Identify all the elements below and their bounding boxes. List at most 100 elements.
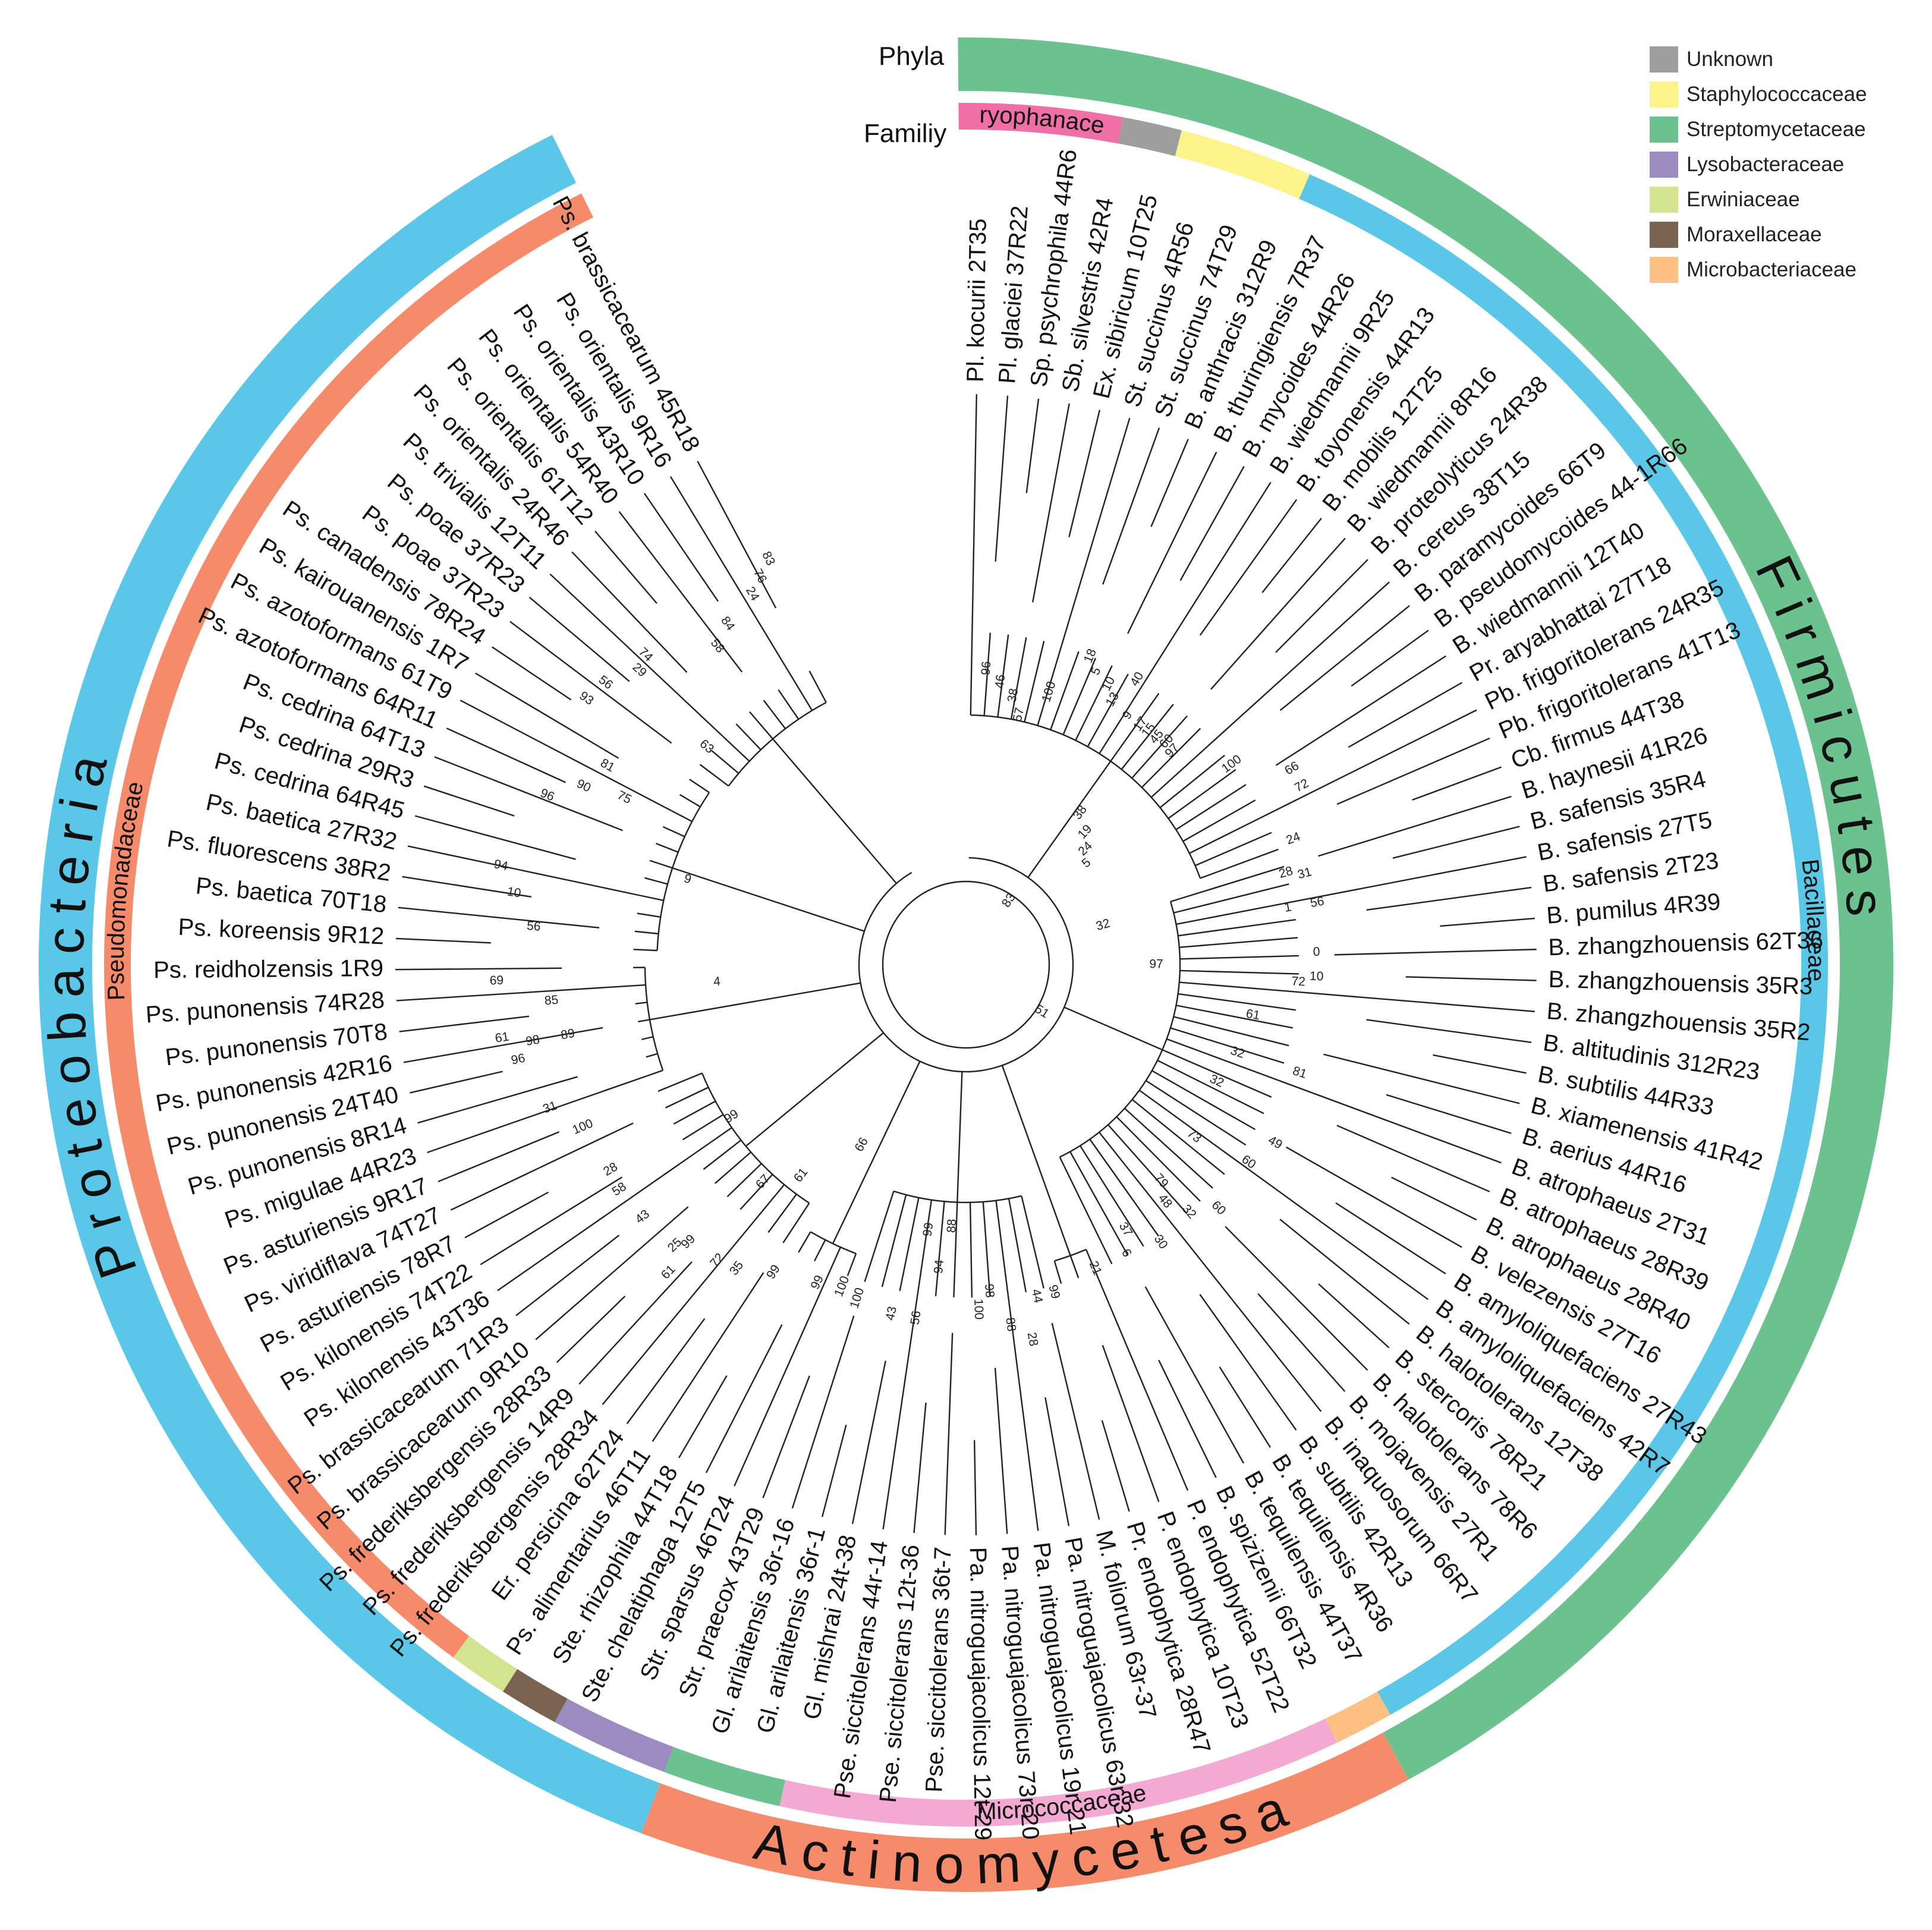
family-segment-10 — [103, 193, 594, 1658]
legend-label: Unknown — [1686, 47, 1773, 71]
clade-spoke — [1099, 1132, 1174, 1226]
leaf-branch — [480, 1176, 623, 1265]
leaf-branch — [1366, 886, 1532, 911]
clade-spoke — [763, 700, 786, 729]
legend-item: Staphylococcaceae — [1650, 77, 1867, 112]
clade-spoke — [1178, 993, 1296, 1011]
bootstrap-value: 99 — [678, 1232, 698, 1252]
clade-spoke — [1179, 969, 1299, 975]
bootstrap-value: 100 — [971, 1299, 986, 1320]
clade-spoke — [864, 1191, 895, 1282]
bootstrap-value: 97 — [1149, 958, 1163, 971]
leaf-branch — [1279, 604, 1410, 711]
clade-spoke — [640, 895, 664, 902]
legend-swatch — [1650, 186, 1678, 213]
leaf-branch — [1150, 439, 1189, 527]
leaf-branch — [1440, 917, 1535, 927]
bootstrap-value: 57 — [1011, 706, 1027, 723]
clade-spoke — [634, 984, 646, 987]
leaf-branch — [994, 1368, 1008, 1534]
leaf-branch — [618, 511, 743, 673]
family-segment-2 — [1175, 130, 1310, 199]
leaf-branch — [1336, 737, 1490, 805]
bootstrap-value: 75 — [615, 788, 634, 807]
bootstrap-value: 28 — [1277, 864, 1295, 881]
tip-label: B. zhangzhouensis 62T36 — [1548, 927, 1824, 961]
leaf-branch — [1102, 427, 1160, 585]
bootstrap-value: 24 — [1284, 830, 1302, 848]
leaf-branch — [1351, 629, 1429, 687]
clade-spoke — [1176, 1005, 1294, 1029]
bootstrap-value: 9 — [682, 871, 693, 886]
clade-spoke — [1010, 637, 1027, 720]
leaf-branch — [851, 1361, 886, 1525]
clade-spoke — [735, 723, 762, 751]
leaf-branch — [821, 1424, 847, 1517]
clade-spoke — [1069, 1151, 1129, 1256]
leaf-branch — [1261, 518, 1322, 593]
leaf-branch — [1235, 1159, 1429, 1301]
legend-swatch — [1650, 221, 1678, 248]
legend-label: Erwiniaceae — [1686, 187, 1800, 211]
bootstrap-value: 46 — [993, 673, 1008, 689]
clade-spoke — [1195, 832, 1272, 867]
clade-spoke — [1053, 1260, 1062, 1284]
legend-label: Moraxellaceae — [1686, 222, 1822, 246]
bootstrap-value: 99 — [1046, 1283, 1062, 1301]
family-label: Familiy — [864, 119, 947, 148]
leaf-branch — [791, 1315, 855, 1509]
bootstrap-value: 38 — [1071, 803, 1090, 822]
leaf-branch — [1263, 709, 1477, 817]
clade-spoke — [1200, 848, 1279, 879]
tip-label: Ps. reidholzensis 1R9 — [153, 955, 383, 983]
leaf-branch — [705, 1324, 783, 1474]
tip-label: Pl. kocurii 2T35 — [962, 218, 992, 382]
leaf-branch — [427, 1073, 652, 1154]
clade-spoke — [1050, 651, 1080, 731]
bootstrap-value: 72 — [707, 1251, 727, 1270]
clade-spoke — [1170, 1027, 1285, 1064]
clade-spoke — [649, 859, 673, 869]
bootstrap-value: 58 — [708, 636, 728, 656]
leaf-branch — [734, 1268, 832, 1487]
bootstrap-value: 83 — [759, 549, 778, 568]
leaf-branch — [652, 1272, 764, 1442]
clade-spoke — [638, 1019, 650, 1023]
leaf-branch — [410, 1071, 503, 1094]
bootstrap-value: 61 — [659, 1262, 678, 1282]
clade-spoke — [634, 930, 659, 935]
bootstrap-value: 56 — [1309, 895, 1325, 911]
bootstrap-value: 88 — [945, 1219, 959, 1233]
bootstrap-value: 90 — [574, 777, 593, 795]
clade-spoke — [662, 826, 685, 838]
leaf-branch — [395, 937, 491, 944]
bootstrap-value: 30 — [1151, 1232, 1170, 1251]
bootstrap-value: 13 — [1103, 690, 1122, 709]
leaf-branch — [1298, 991, 1535, 1012]
clade-stem — [1027, 760, 1112, 878]
clade-spoke — [997, 634, 1009, 717]
bootstrap-value: 28 — [1025, 1331, 1041, 1347]
clade-spoke — [1087, 673, 1129, 747]
clade-spoke — [692, 1127, 732, 1156]
bootstrap-value: 99 — [764, 1262, 783, 1282]
bootstrap-value: 72 — [1291, 974, 1306, 988]
leaf-branch — [882, 1293, 918, 1529]
clade-spoke — [830, 1246, 841, 1270]
clade-spoke — [665, 1087, 709, 1109]
clade-stem — [956, 1071, 963, 1202]
leaf-branch — [571, 551, 688, 673]
leaf-branch — [1210, 537, 1346, 690]
clade-spoke — [782, 1202, 810, 1243]
clade-spoke — [689, 779, 710, 794]
clade-spoke — [798, 1231, 811, 1253]
clade-spoke — [1145, 1080, 1247, 1146]
leaf-branch — [602, 1220, 755, 1405]
bootstrap-value: 40 — [1128, 670, 1147, 689]
clade-spoke — [1173, 1016, 1289, 1047]
clade-spoke — [1121, 704, 1174, 770]
leaf-branch — [1094, 1271, 1189, 1491]
clade-spoke — [715, 1151, 751, 1184]
bootstrap-value: 61 — [791, 1166, 811, 1185]
leaf-branch — [1412, 766, 1502, 801]
